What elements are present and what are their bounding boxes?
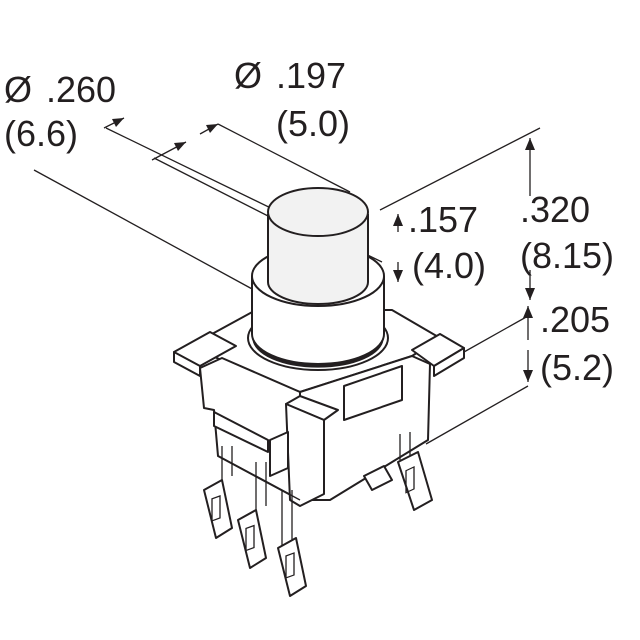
dimension-lines: [33, 117, 541, 445]
outer-diameter-symbol: Ø: [4, 69, 32, 110]
cap-diameter-label: Ø .197 (5.0): [234, 55, 350, 144]
total-height-mm: (8.15): [520, 235, 614, 276]
cap-height-mm: (4.0): [412, 245, 486, 286]
outer-diameter-label: Ø .260 (6.6): [4, 69, 116, 154]
cap-side: [267, 214, 369, 305]
cap-diameter-symbol: Ø: [234, 55, 262, 96]
total-height-label: .320 (8.15): [520, 189, 614, 276]
body-height-inch: .205: [540, 299, 610, 340]
switch-body: [173, 187, 465, 507]
outer-diameter-inch: .260: [46, 69, 116, 110]
cap-diameter-mm: (5.0): [276, 103, 350, 144]
cap-diameter-inch: .197: [276, 55, 346, 96]
cap-height-label: .157 (4.0): [408, 199, 486, 286]
total-height-inch: .320: [520, 189, 590, 230]
body-height-label: .205 (5.2): [540, 299, 614, 388]
terminals: [203, 432, 433, 597]
cap-top: [267, 187, 369, 237]
outer-diameter-mm: (6.6): [4, 113, 78, 154]
cap-height-inch: .157: [408, 199, 478, 240]
body-height-mm: (5.2): [540, 347, 614, 388]
